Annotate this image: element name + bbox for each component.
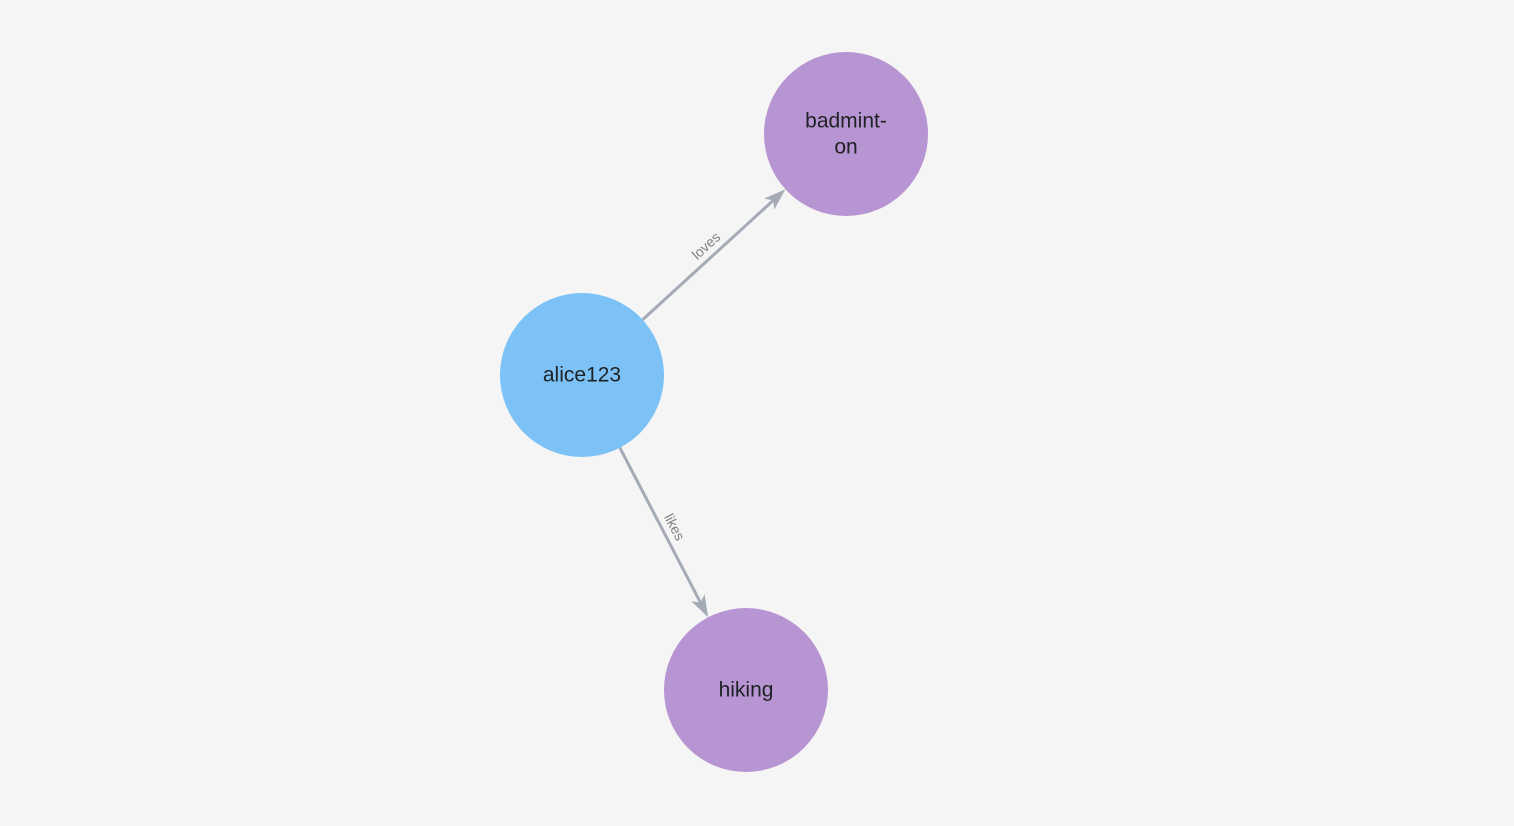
edge-alice123-likes-hiking[interactable]: likes	[618, 447, 709, 618]
node-alice123[interactable]: alice123	[500, 293, 664, 457]
node-circle[interactable]	[764, 52, 928, 216]
edge-alice123-loves-badminton[interactable]: loves	[641, 189, 786, 321]
edge-label: likes	[661, 511, 688, 543]
edge-line	[618, 447, 704, 607]
node-hiking[interactable]: hiking	[664, 608, 828, 772]
edge-arrowhead-icon	[691, 594, 709, 618]
node-circle[interactable]	[500, 293, 664, 457]
node-badminton[interactable]: badmint-on	[764, 52, 928, 216]
edge-label: loves	[688, 229, 723, 263]
edge-line	[641, 197, 777, 321]
node-circle[interactable]	[664, 608, 828, 772]
edge-arrowhead-icon	[764, 189, 786, 210]
